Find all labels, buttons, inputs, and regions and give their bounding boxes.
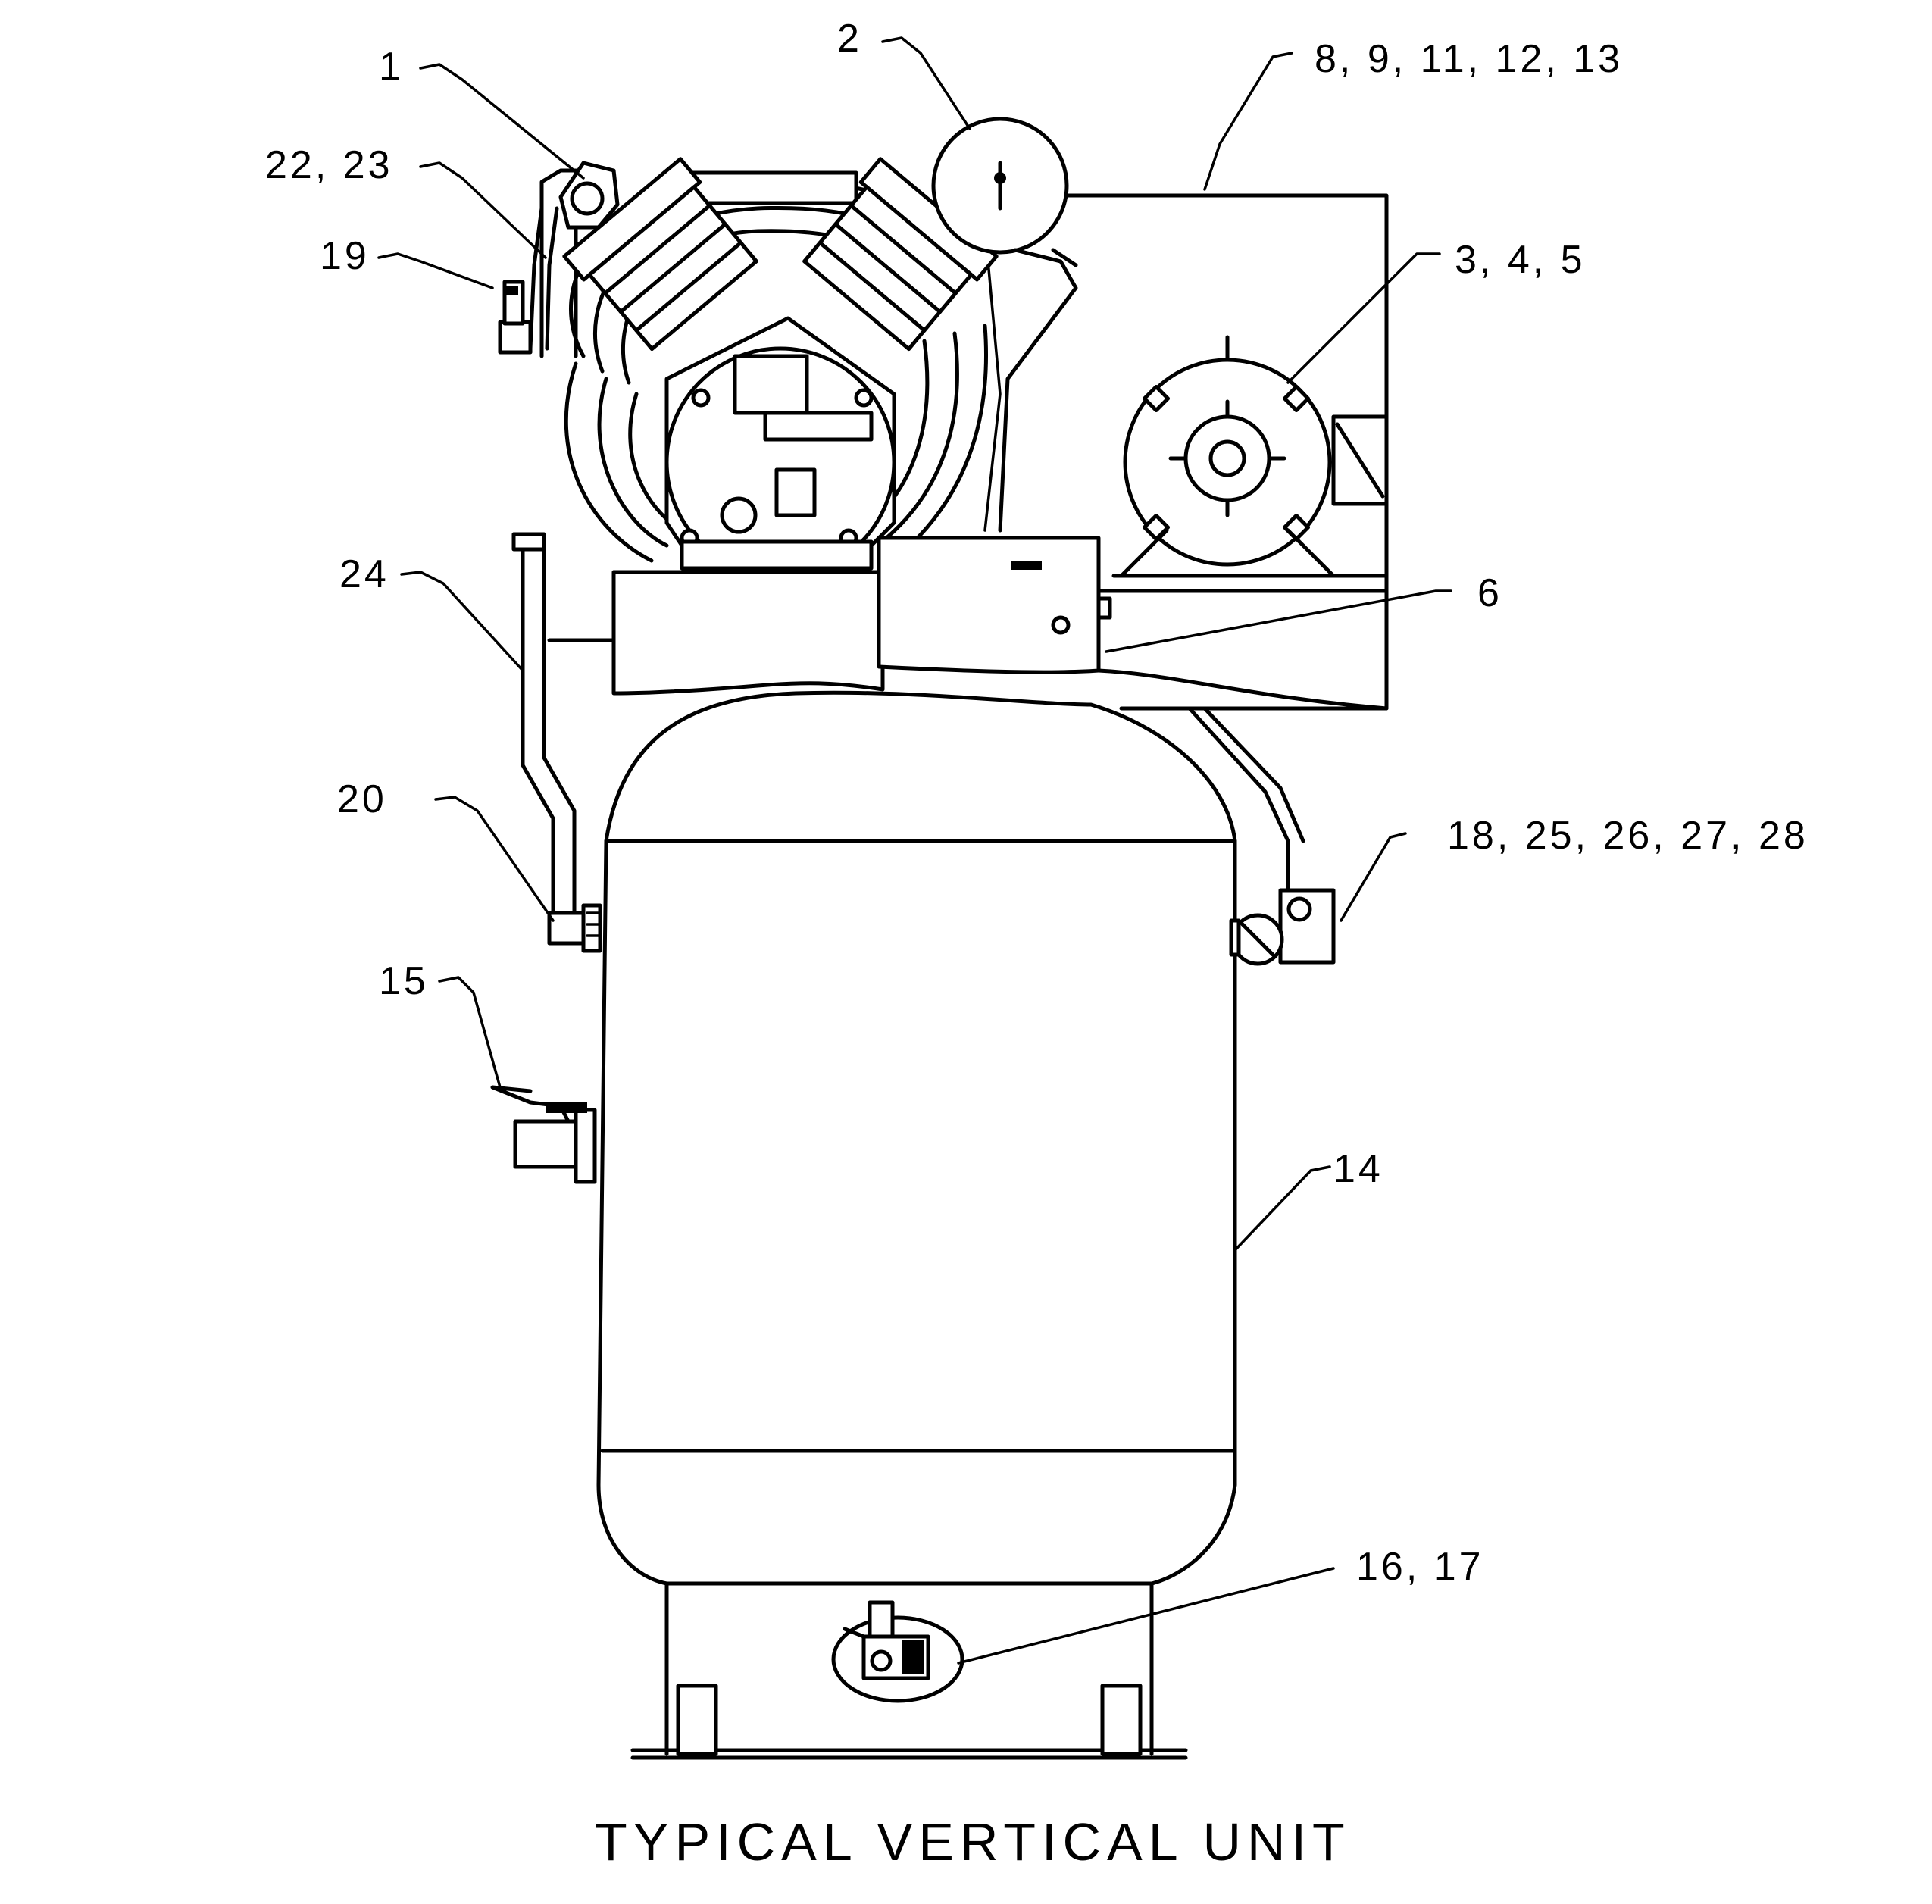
callout-1: 1: [379, 45, 404, 89]
callout-3-5: 3, 4, 5: [1455, 238, 1586, 282]
check-valve: [547, 903, 602, 953]
callout-labels: 1 2 8, 9, 11, 12, 13 22, 23 19 3, 4, 5 2…: [265, 17, 1809, 1589]
left-cylinder: [562, 157, 758, 352]
callout-6: 6: [1477, 571, 1502, 615]
tank-base: [630, 1581, 1188, 1760]
callout-16-17: 16, 17: [1356, 1545, 1484, 1589]
flywheel: [931, 117, 1078, 533]
callout-19: 19: [320, 234, 370, 278]
air-tank: [596, 690, 1237, 1586]
leader-lines: [377, 36, 1452, 1665]
discharge-line: [511, 532, 577, 919]
drain-valve: [831, 1600, 964, 1703]
right-cylinder: [802, 157, 999, 352]
callout-24: 24: [339, 552, 389, 596]
electric-motor: [1111, 335, 1389, 578]
callout-14: 14: [1333, 1147, 1383, 1191]
service-valve: [490, 1085, 597, 1184]
right-foot: [1100, 1684, 1143, 1756]
callout-18-28: 18, 25, 26, 27, 28: [1447, 814, 1809, 858]
callout-15: 15: [379, 959, 429, 1003]
left-foot: [676, 1684, 718, 1756]
base-shroud: [547, 536, 1389, 711]
connecting-rod: [763, 411, 874, 442]
callout-20: 20: [337, 777, 387, 821]
callout-2: 2: [837, 17, 862, 61]
compressor-pump: [562, 157, 999, 578]
gauge-assembly: [1187, 706, 1336, 966]
crankcase-cover: [733, 354, 809, 415]
intake-filter: [558, 161, 620, 230]
callout-22-23: 22, 23: [265, 143, 393, 187]
pressure-switch: [877, 536, 1101, 674]
diagram-caption: TYPICAL VERTICAL UNIT: [595, 1812, 1351, 1871]
pilot-valve: [498, 280, 533, 355]
callout-8-13: 8, 9, 11, 12, 13: [1315, 37, 1623, 81]
